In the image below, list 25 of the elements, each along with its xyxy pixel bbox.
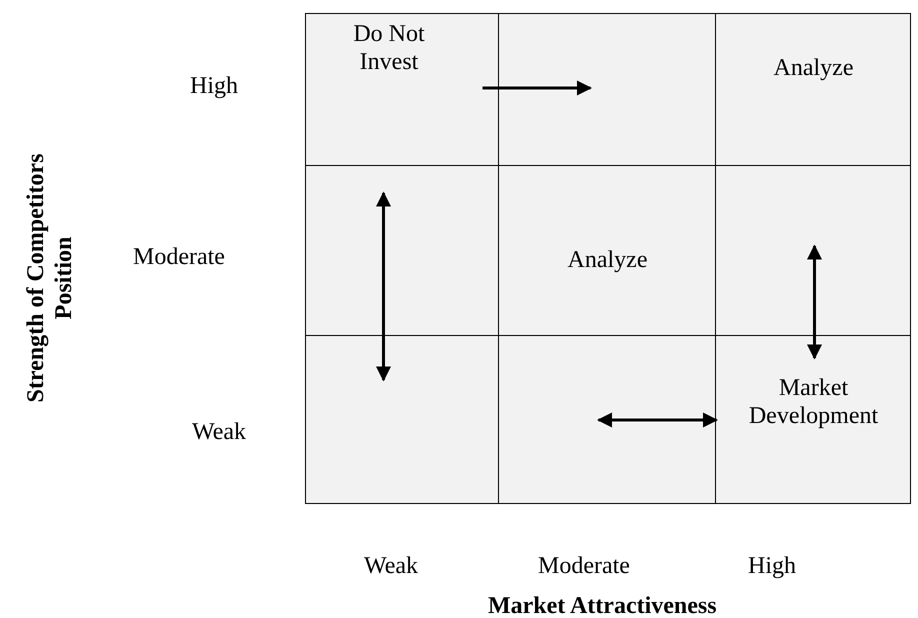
matrix-cell — [715, 165, 911, 336]
axis-tick-label: High — [190, 72, 238, 100]
arrow — [597, 412, 718, 428]
arrow — [482, 80, 592, 96]
matrix-cell — [498, 13, 716, 166]
matrix-cell — [498, 335, 716, 504]
matrix-cell — [715, 335, 911, 504]
cell-label: Do Not Invest — [352, 20, 426, 76]
axis-title: Market Attractiveness — [488, 592, 717, 618]
cell-label: Analyze — [566, 246, 648, 274]
axis-tick-label: Weak — [192, 418, 246, 446]
arrow — [376, 192, 391, 382]
axis-tick-label: Weak — [364, 552, 418, 580]
cell-label: Market Development — [748, 374, 880, 430]
matrix-cell — [305, 335, 499, 504]
axis-tick-label: High — [748, 552, 796, 580]
arrow — [807, 244, 822, 360]
cell-label: Analyze — [772, 54, 854, 82]
matrix-cell — [715, 13, 911, 166]
axis-tick-label: Moderate — [538, 552, 630, 580]
matrix-cell — [305, 165, 499, 336]
axis-title: Strength of Competitors Position — [22, 152, 78, 404]
matrix-cell — [498, 165, 716, 336]
axis-tick-label: Moderate — [133, 243, 225, 271]
matrix-cell — [305, 13, 499, 166]
